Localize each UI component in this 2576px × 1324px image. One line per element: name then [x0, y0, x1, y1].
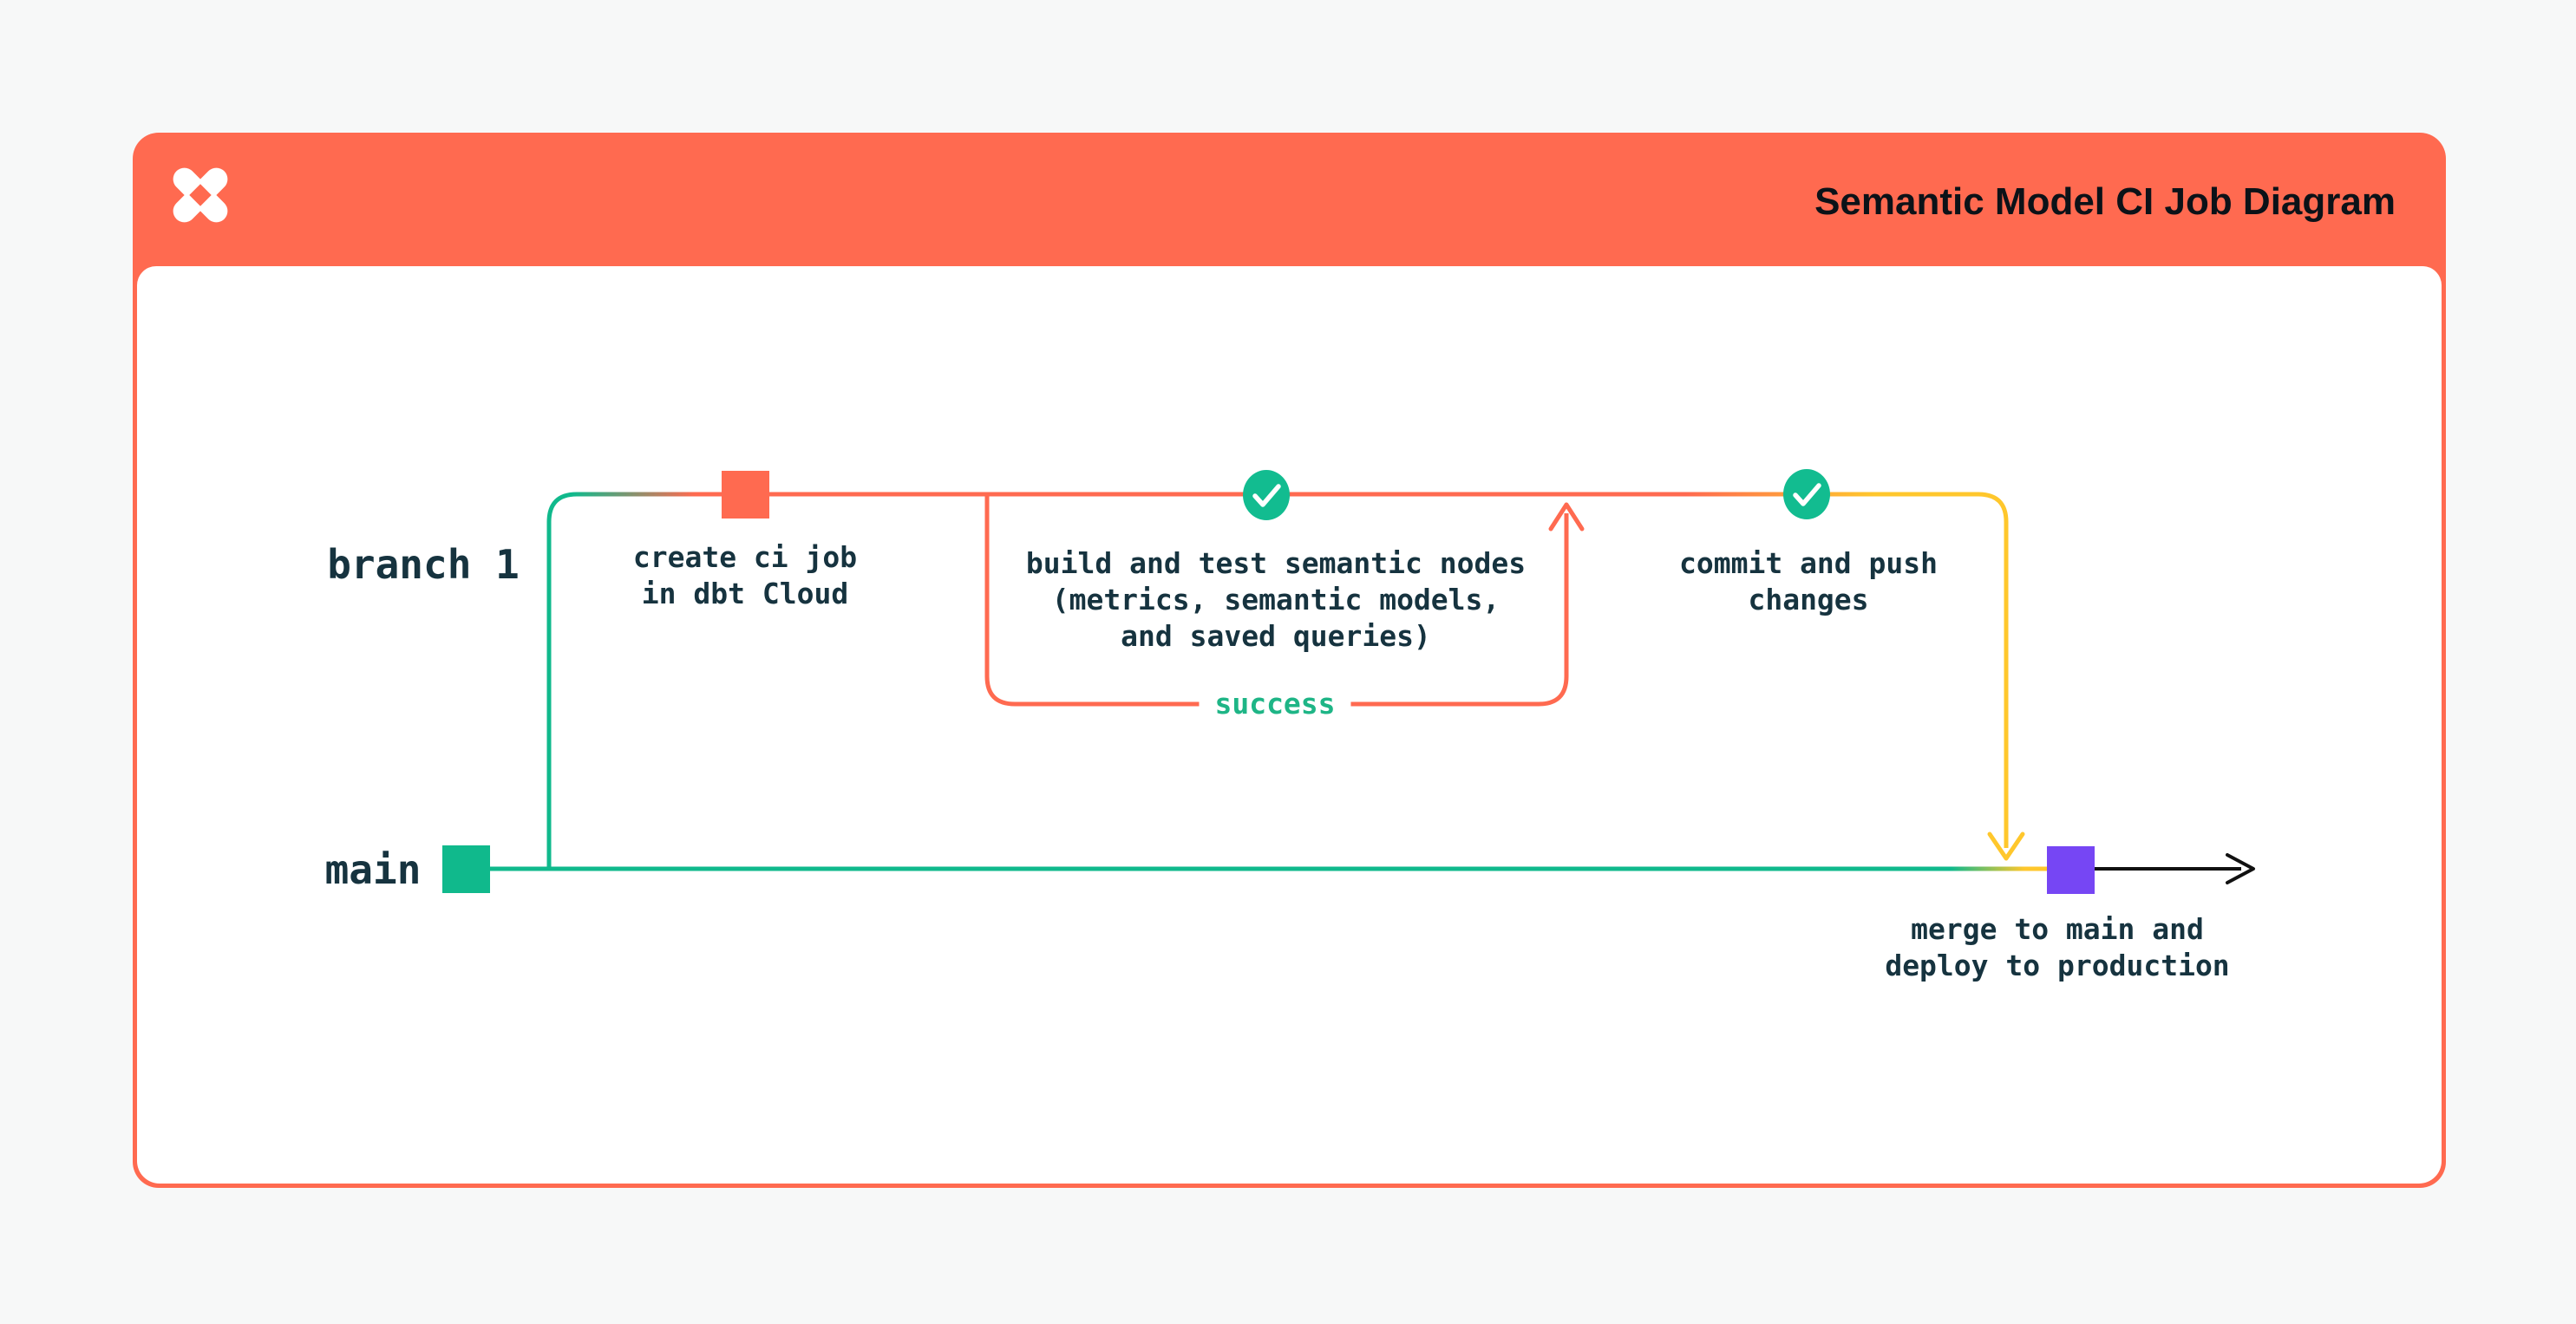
- step-label-line: (metrics, semantic models,: [1051, 583, 1500, 616]
- main-commit-square: [442, 845, 490, 893]
- check-icon: [1793, 483, 1821, 506]
- step-label-merge-deploy: merge to main and deploy to production: [1885, 911, 2229, 984]
- step-label-line: create ci job: [632, 540, 858, 574]
- diagram-card: [133, 133, 2446, 1188]
- lane-label-branch-1: branch 1: [327, 541, 520, 588]
- step-label-line: merge to main and: [1911, 912, 2204, 946]
- check-icon: [1252, 484, 1281, 507]
- step-label-commit-push: commit and push changes: [1679, 545, 1938, 618]
- dbt-logo-icon: [173, 167, 228, 223]
- step-label-line: in dbt Cloud: [641, 577, 849, 610]
- page-title: Semantic Model CI Job Diagram: [1814, 180, 2396, 223]
- merge-arrowhead-down: [1987, 832, 2025, 861]
- step-label-line: and saved queries): [1121, 619, 1431, 653]
- production-arrowhead-right: [2226, 853, 2255, 884]
- ci-loop-arrowhead-up: [1548, 502, 1585, 532]
- step-label-line: build and test semantic nodes: [1025, 546, 1527, 580]
- step-label-line: deploy to production: [1885, 949, 2230, 982]
- diagram-canvas: [137, 266, 2442, 1184]
- step-label-line: changes: [1748, 583, 1869, 616]
- merge-commit-square: [2047, 846, 2095, 894]
- success-label: success: [1199, 687, 1351, 721]
- commit-push-check-circle: [1783, 469, 1830, 519]
- create-ci-job-commit-square: [722, 471, 769, 519]
- step-label-build-test-semantic-nodes: build and test semantic nodes (metrics, …: [1026, 545, 1526, 655]
- step-label-line: commit and push: [1678, 546, 1939, 580]
- build-test-check-circle: [1243, 470, 1290, 520]
- lane-label-main: main: [324, 846, 422, 893]
- step-label-create-ci-job: create ci job in dbt Cloud: [633, 539, 857, 612]
